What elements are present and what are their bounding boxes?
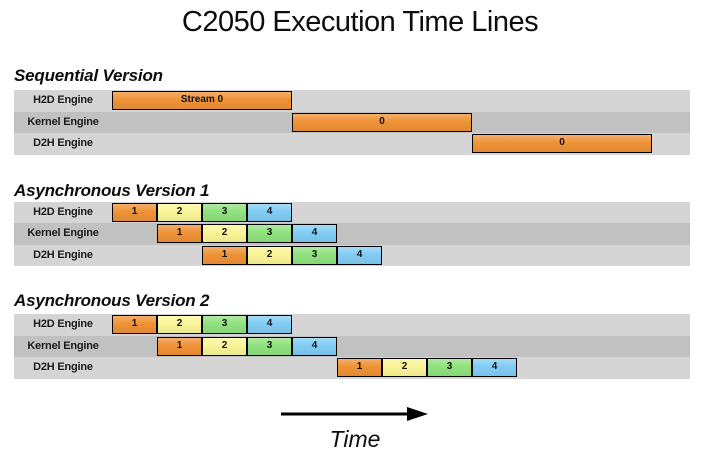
stream-block: 0 — [472, 134, 652, 153]
stream-block: 1 — [202, 245, 247, 265]
stream-block: 3 — [247, 224, 292, 243]
stream-block: 1 — [157, 336, 202, 356]
section-heading-async2: Asynchronous Version 2 — [14, 291, 210, 310]
stream-block: 3 — [292, 245, 337, 265]
stream-block: 2 — [202, 224, 247, 243]
stream-block: 2 — [202, 336, 247, 356]
engine-label: H2D Engine — [33, 205, 93, 218]
stream-block: Stream 0 — [112, 91, 292, 110]
stream-block: 4 — [292, 336, 337, 356]
stream-block: 4 — [292, 224, 337, 243]
stream-block: 0 — [292, 112, 472, 132]
stream-block: 3 — [202, 315, 247, 334]
engine-row-band: Kernel Engine 0 — [14, 111, 690, 133]
engine-label: D2H Engine — [33, 137, 93, 149]
stream-block: 4 — [247, 202, 292, 222]
stream-block: 1 — [337, 358, 382, 377]
stream-block: 1 — [112, 202, 157, 222]
stream-block: 2 — [382, 358, 427, 377]
stream-block: 4 — [247, 315, 292, 334]
stream-block: 3 — [247, 336, 292, 356]
time-axis: Time — [275, 404, 435, 453]
stream-block: 4 — [472, 358, 517, 377]
engine-label: H2D Engine — [33, 318, 93, 330]
stream-block: 2 — [157, 202, 202, 222]
engine-label: Kernel Engine — [27, 227, 99, 239]
engine-row-band: D2H Engine 0 — [14, 133, 690, 155]
engine-label: D2H Engine — [33, 361, 93, 373]
stream-block: 2 — [247, 245, 292, 265]
engine-label: Kernel Engine — [27, 115, 99, 128]
stream-block: 3 — [427, 358, 472, 377]
page-title: C2050 Execution Time Lines — [181, 6, 539, 38]
stream-block: 4 — [337, 245, 382, 265]
engine-row-band: H2D Engine Stream 0 — [14, 90, 690, 112]
time-arrow-icon — [281, 407, 428, 421]
stream-block: 1 — [112, 315, 157, 334]
stream-block: 1 — [157, 224, 202, 243]
engine-label: H2D Engine — [33, 94, 93, 106]
stream-block: 3 — [202, 202, 247, 222]
time-axis-label: Time — [329, 426, 381, 452]
engine-label: D2H Engine — [33, 248, 93, 261]
engine-label: Kernel Engine — [27, 339, 99, 352]
section-heading-sequential: Sequential Version — [14, 66, 163, 85]
stream-block: 2 — [157, 315, 202, 334]
section-heading-async1: Asynchronous Version 1 — [14, 181, 210, 200]
